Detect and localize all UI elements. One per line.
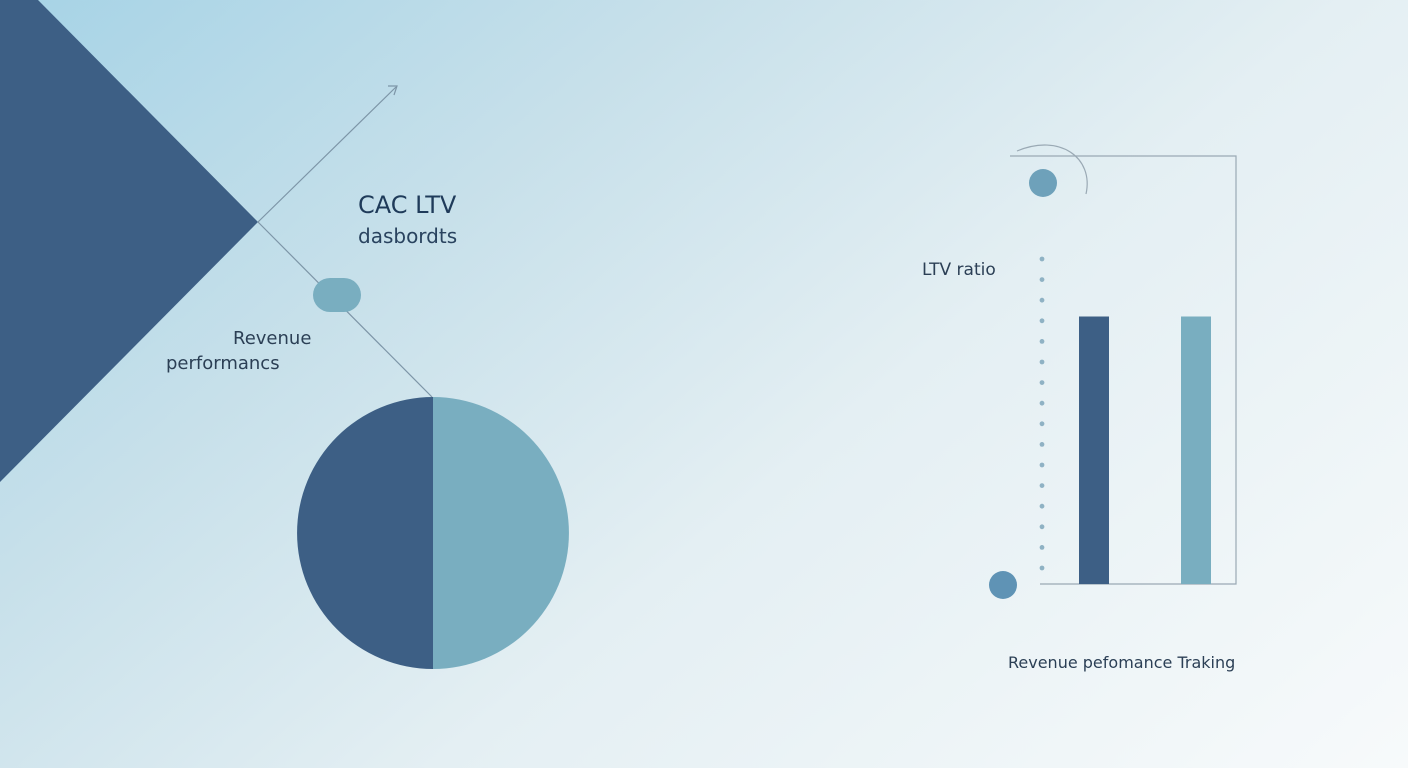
bar-chart xyxy=(1079,316,1211,584)
axis-dot xyxy=(1039,524,1045,530)
bar xyxy=(1181,316,1211,584)
bottom-node-dot xyxy=(989,571,1017,599)
top-node-dot xyxy=(1029,169,1057,197)
bar xyxy=(1079,316,1109,584)
tracking-label: Revenue pefomance Traking xyxy=(1008,653,1236,672)
axis-dot xyxy=(1039,380,1045,385)
frame-corner-arc xyxy=(1016,144,1088,195)
axis-dot xyxy=(1039,297,1045,303)
axis-dot xyxy=(1039,318,1045,324)
axis-dot xyxy=(1039,565,1045,571)
axis-dot xyxy=(1039,483,1045,488)
pill-marker xyxy=(313,278,361,312)
axis-dot xyxy=(1039,503,1045,509)
left-triangle-shape xyxy=(0,0,258,482)
dashboard-title: CAC LTV xyxy=(358,191,457,219)
axis-dot xyxy=(1039,462,1045,468)
arrow-head-icon xyxy=(388,85,398,96)
axis-dot xyxy=(1039,277,1045,282)
axis-dot xyxy=(1039,339,1045,344)
axis-dot xyxy=(1039,359,1045,365)
pie-chart xyxy=(297,397,569,669)
axis-dot xyxy=(1039,421,1045,427)
pie-slice xyxy=(433,397,569,669)
revenue-label: Revenue xyxy=(233,328,312,349)
bar-chart-frame xyxy=(1010,155,1237,585)
axis-dot xyxy=(1039,400,1045,406)
dashboard-subtitle: dasbordts xyxy=(358,224,458,248)
axis-dot xyxy=(1039,256,1045,262)
growth-arrow-line xyxy=(257,86,397,223)
ltv-ratio-label: LTV ratio xyxy=(922,260,996,280)
axis-dot xyxy=(1039,442,1045,447)
axis-dot xyxy=(1039,545,1045,550)
dotted-axis xyxy=(1039,256,1045,571)
performance-label: performancs xyxy=(166,353,280,374)
pie-slice xyxy=(297,397,433,669)
